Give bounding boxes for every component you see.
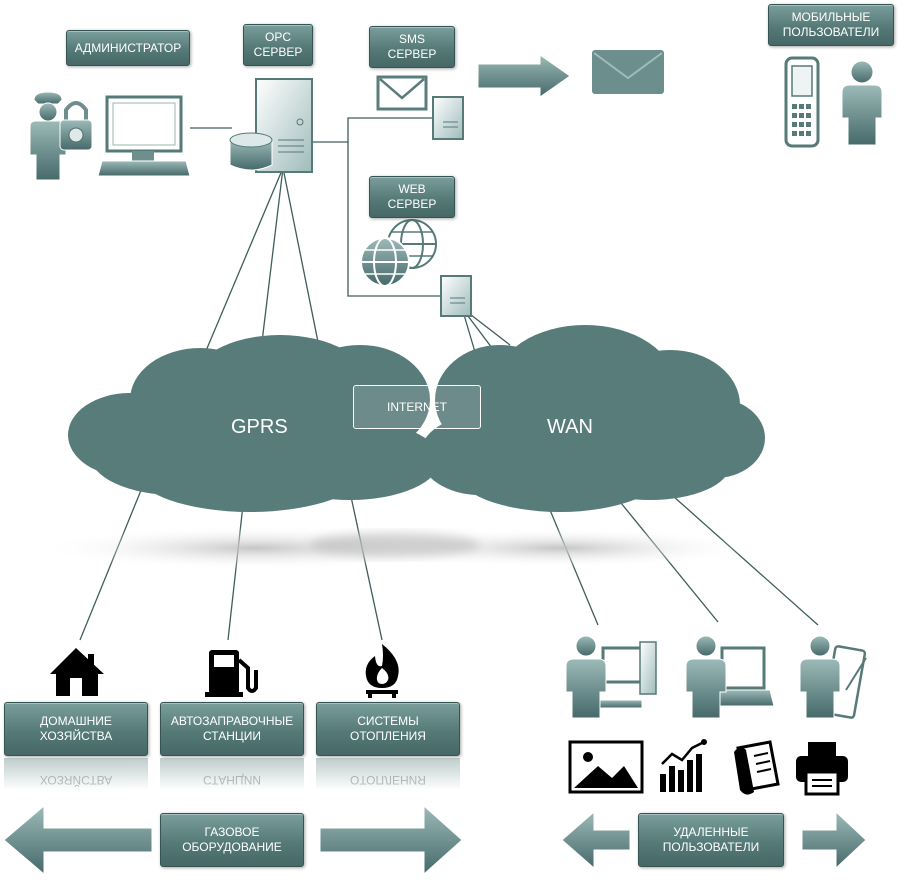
web-server-label-line1: WEB — [398, 182, 426, 196]
computer-icon — [97, 95, 191, 177]
internet-box: INTERNET — [353, 385, 481, 429]
flame-icon — [365, 644, 399, 698]
arrow-right-icon — [801, 810, 867, 870]
person-icon — [841, 60, 883, 146]
document-icon — [734, 740, 780, 795]
households-label-line2: ХОЗЯЙСТВА — [39, 729, 113, 743]
households-label: ДОМАШНИЕ ХОЗЯЙСТВА — [4, 702, 148, 756]
gas-equipment-label: ГАЗОВОЕ ОБОРУДОВАНИЕ — [160, 813, 304, 867]
mobile-users-label-line1: МОБИЛЬНЫЕ — [791, 10, 871, 24]
admin-label-text: АДМИНИСТРАТОР — [74, 40, 182, 55]
heating-systems-label: СИСТЕМЫ ОТОПЛЕНИЯ — [316, 702, 460, 756]
mobile-phone-icon — [784, 56, 820, 148]
sms-server-label-line2: СЕРВЕР — [387, 47, 437, 61]
house-icon — [50, 648, 104, 696]
fuel-stations-label-line1: АВТОЗАПРАВОЧНЫЕ — [170, 714, 294, 728]
envelope-icon — [376, 75, 428, 111]
gprs-label: GPRS — [231, 416, 288, 438]
web-server-label-line2: СЕРВЕР — [387, 197, 437, 211]
workstation-user-icon — [565, 635, 657, 719]
opc-to-sms-link — [312, 117, 435, 143]
opc-server-label-line2: СЕРВЕР — [253, 45, 303, 59]
admin-label: АДМИНИСТРАТОР — [66, 30, 190, 66]
bar-chart-icon — [660, 739, 707, 792]
gas-equipment-label-line2: ОБОРУДОВАНИЕ — [182, 840, 282, 854]
heating-systems-label-line2: ОТОПЛЕНИЯ — [350, 729, 426, 743]
arrow-right-icon — [319, 804, 463, 876]
arrow-right-icon — [477, 54, 571, 98]
printer-icon — [796, 742, 848, 796]
sms-server-label: SMS СЕРВЕР — [369, 26, 455, 68]
sms-server-icon — [432, 96, 464, 140]
web-server-icon — [440, 275, 472, 317]
gas-equipment-label-line1: ГАЗОВОЕ — [204, 825, 260, 839]
fuel-stations-label-line2: СТАНЦИИ — [203, 729, 261, 743]
opc-gprs-link-1 — [199, 167, 284, 366]
mail-icon — [592, 50, 664, 94]
arrow-left-icon — [561, 810, 631, 870]
image-icon — [568, 740, 644, 794]
globe-icon — [360, 219, 437, 287]
remote-users-label: УДАЛЕННЫЕ ПОЛЬЗОВАТЕЛИ — [638, 813, 784, 867]
laptop-user-icon — [685, 635, 775, 719]
opc-gprs-link-3 — [282, 167, 319, 343]
remote-users-label-line2: ПОЛЬЗОВАТЕЛИ — [662, 840, 760, 854]
database-icon — [229, 132, 273, 171]
web-server-label: WEB СЕРВЕР — [369, 176, 455, 218]
fuel-stations-label: АВТОЗАПРАВОЧНЫЕ СТАНЦИИ — [160, 702, 304, 756]
mobile-users-label-line2: ПОЛЬЗОВАТЕЛИ — [782, 25, 880, 39]
fuel-stations-label-reflection: СТАНЦИИ — [160, 758, 304, 790]
heating-systems-reflection-text: ОТОПЛЕНИЯ — [350, 773, 426, 787]
gprs-gas-link — [227, 504, 244, 641]
opc-gprs-link-2 — [261, 167, 284, 343]
opc-to-web-link — [347, 142, 440, 297]
tablet-user-icon — [799, 635, 867, 719]
households-reflection-text: ХОЗЯЙСТВА — [39, 773, 113, 787]
heating-systems-label-line1: СИСТЕМЫ — [357, 714, 419, 728]
heating-systems-label-reflection: ОТОПЛЕНИЯ — [316, 758, 460, 790]
wan-cloud — [420, 325, 765, 512]
opc-server-label-line1: OPC — [264, 30, 291, 44]
mobile-users-label: МОБИЛЬНЫЕ ПОЛЬЗОВАТЕЛИ — [768, 4, 894, 46]
remote-users-label-line1: УДАЛЕННЫЕ — [673, 825, 749, 839]
padlock-icon — [59, 101, 93, 151]
internet-label: INTERNET — [387, 400, 447, 414]
fuel-stations-reflection-text: СТАНЦИИ — [203, 773, 261, 787]
opc-server-label: OPC СЕРВЕР — [243, 24, 313, 66]
sms-server-label-line1: SMS — [398, 32, 425, 46]
fuel-pump-icon — [205, 650, 258, 697]
cloud-shadow — [40, 526, 755, 570]
wan-label: WAN — [547, 416, 593, 438]
households-label-reflection: ХОЗЯЙСТВА — [4, 758, 148, 790]
gprs-cloud — [68, 335, 440, 512]
households-label-line1: ДОМАШНИЕ — [40, 714, 112, 728]
arrow-left-icon — [3, 804, 153, 876]
admin-person-icon — [29, 91, 67, 181]
